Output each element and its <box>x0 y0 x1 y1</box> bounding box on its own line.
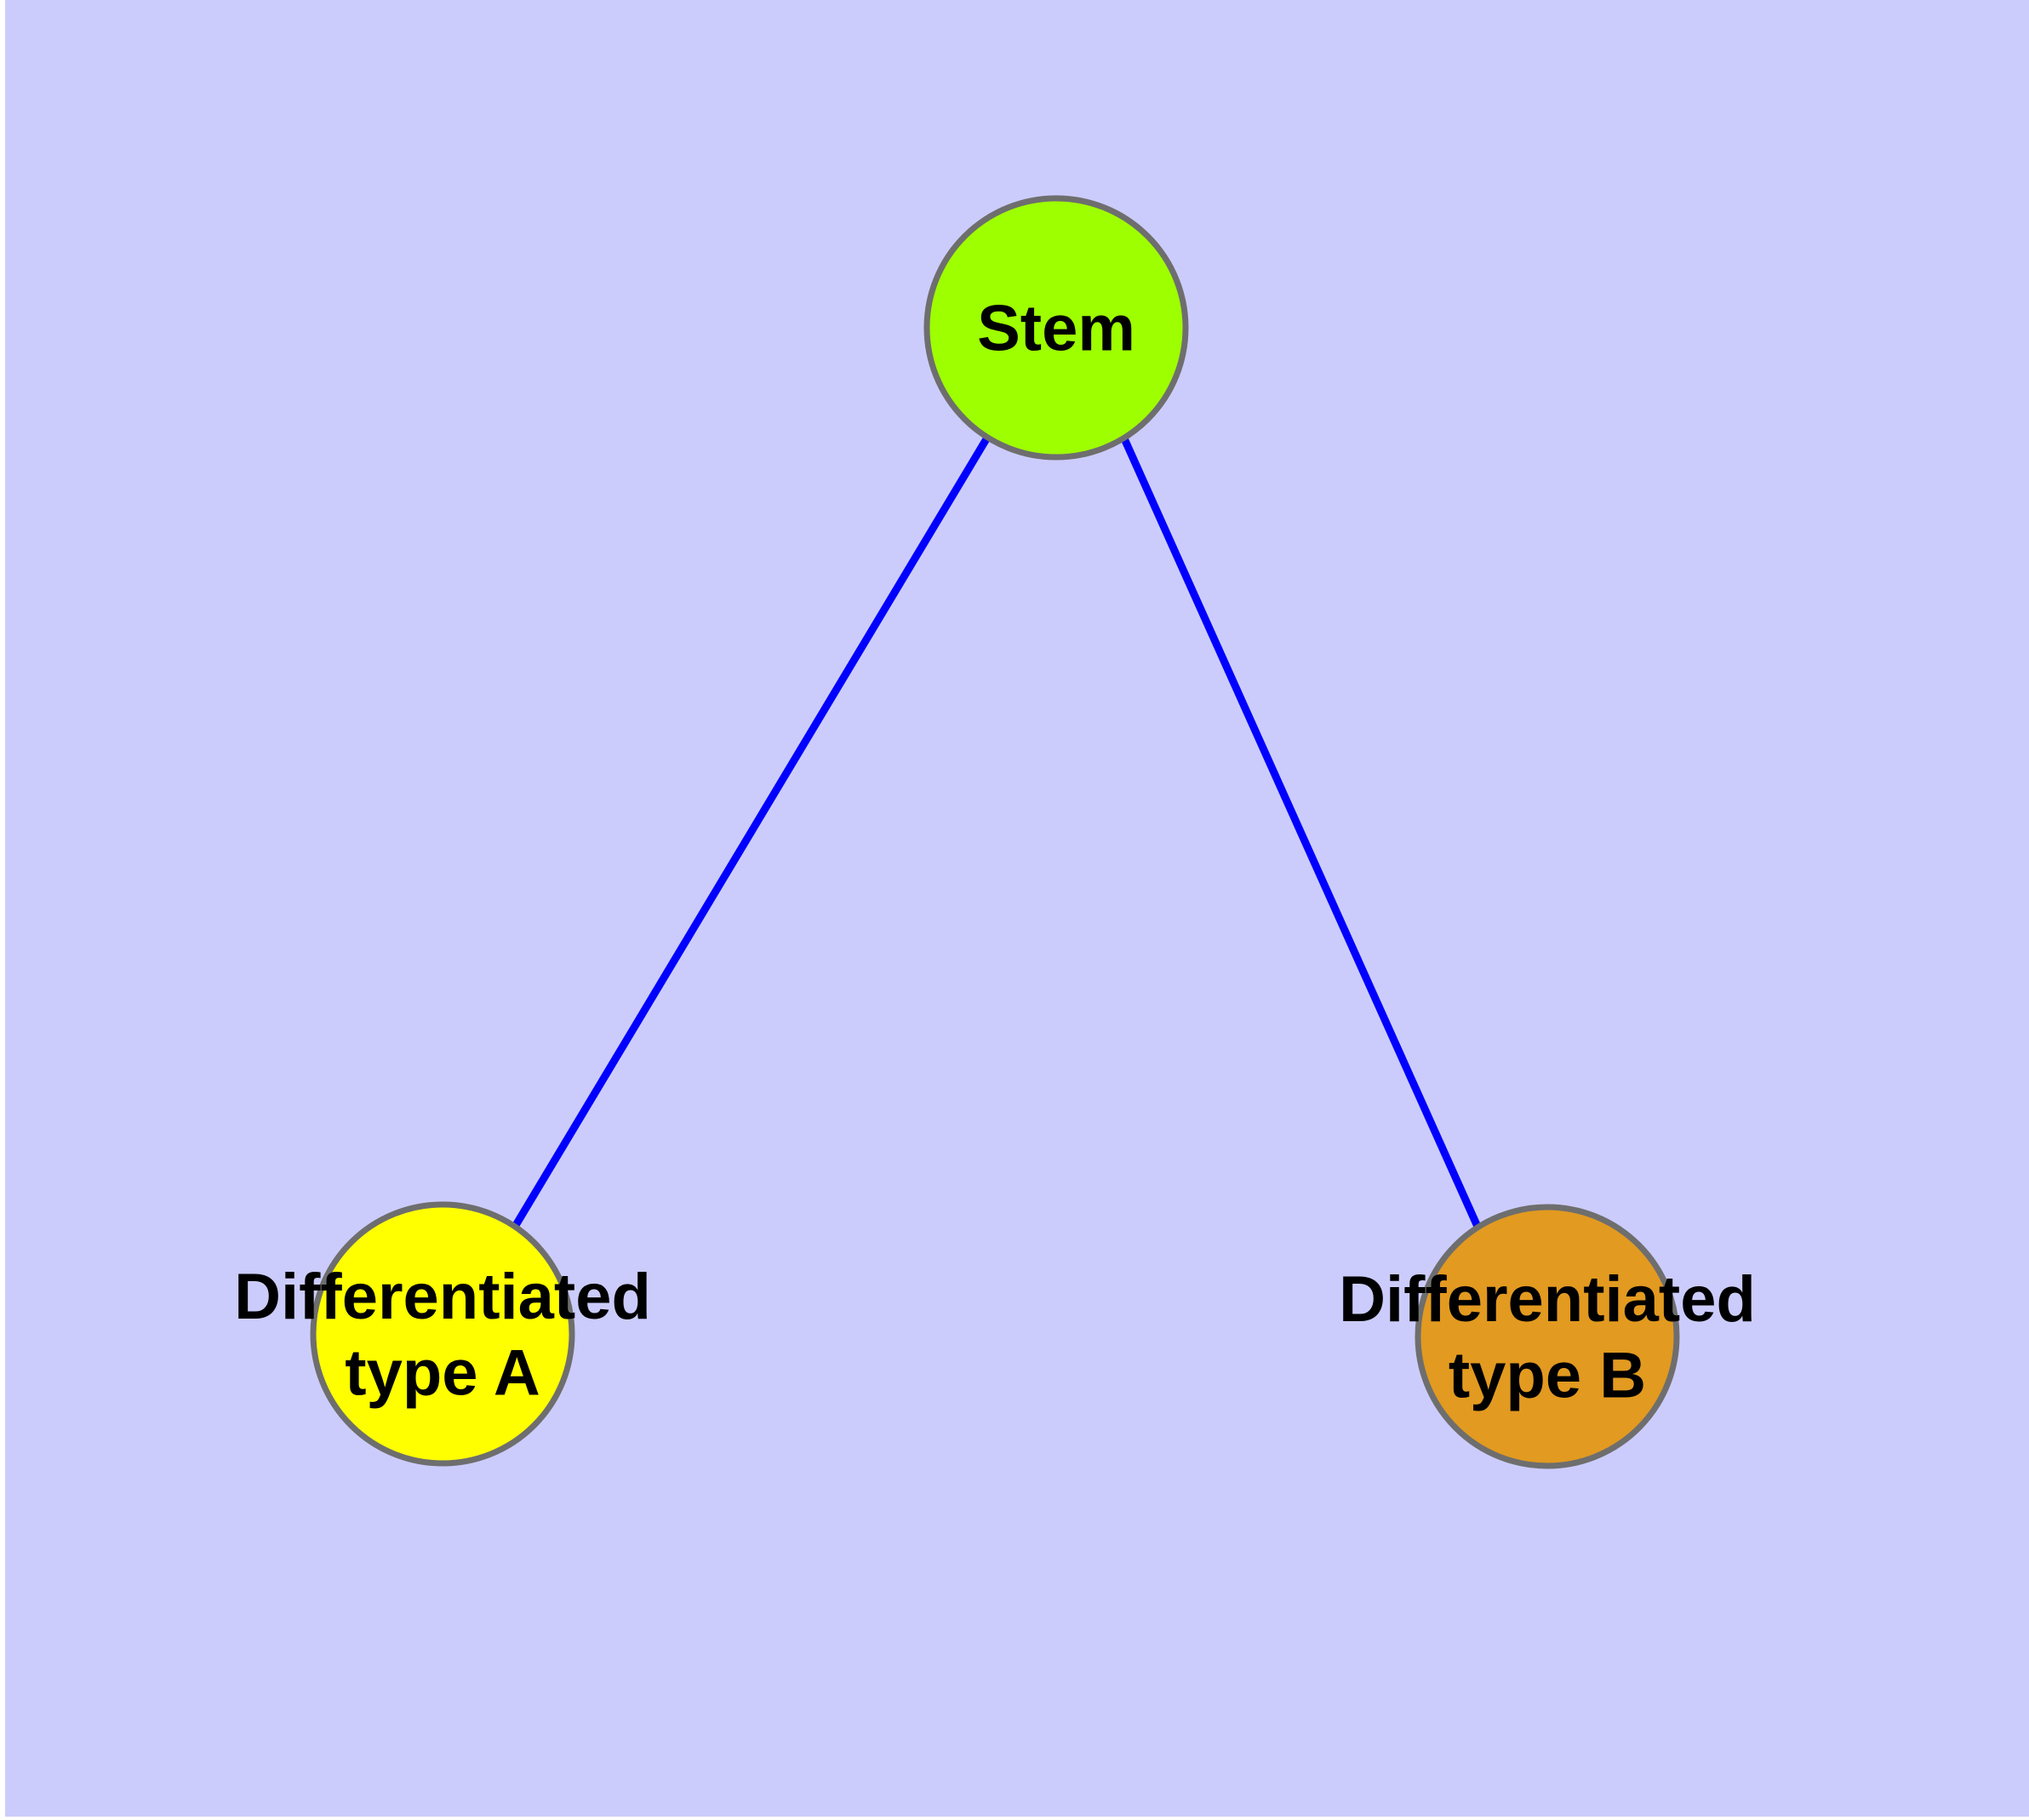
node-label-line: type A <box>345 1336 540 1409</box>
graph-edge-stem-to-diff_b[interactable] <box>1119 435 1483 1230</box>
node-circle-stem[interactable] <box>923 195 1189 461</box>
node-label-line: Differentiated <box>234 1261 651 1333</box>
graph-node-stem[interactable]: Stem <box>923 195 1189 461</box>
node-circle-diff_b[interactable] <box>1415 1204 1680 1469</box>
node-circle-diff_a[interactable] <box>310 1201 575 1467</box>
node-label-line: Stem <box>977 293 1135 365</box>
edges-layer <box>512 435 1483 1230</box>
node-label-stem: Stem <box>977 293 1135 365</box>
graph-edge-stem-to-diff_a[interactable] <box>512 435 991 1229</box>
node-label-line: Differentiated <box>1339 1263 1756 1336</box>
node-label-line: type B <box>1449 1339 1646 1411</box>
